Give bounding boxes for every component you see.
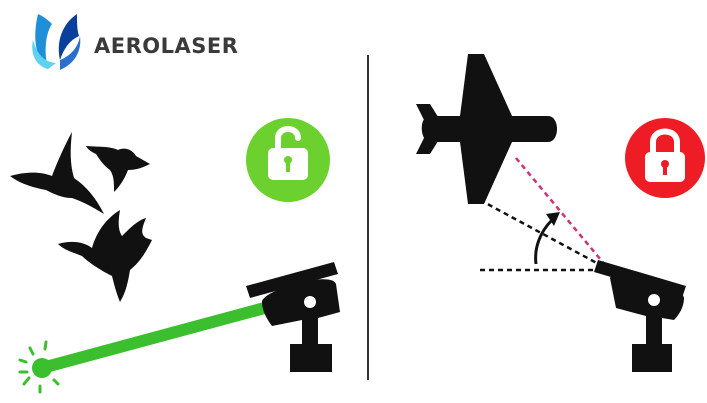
bird-icon — [86, 146, 150, 192]
bird-icon — [58, 210, 152, 302]
bird-icon — [10, 132, 104, 214]
elevation-angle-lines — [480, 158, 606, 270]
brand-logo-icon — [32, 14, 80, 70]
brand-name: AEROLASER — [94, 34, 238, 58]
unlocked-padlock-icon — [246, 118, 330, 202]
laser-beam — [32, 306, 272, 378]
laser-turret-icon — [594, 260, 686, 372]
laser-turret-icon — [246, 262, 340, 372]
locked-padlock-icon — [625, 118, 705, 198]
